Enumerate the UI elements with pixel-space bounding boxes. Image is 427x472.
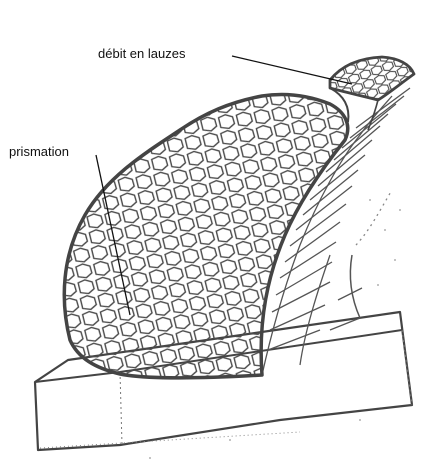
- label-debit-en-lauzes: débit en lauzes: [98, 47, 185, 60]
- label-prismation: prismation: [9, 145, 69, 158]
- leader-line-top: [232, 56, 352, 84]
